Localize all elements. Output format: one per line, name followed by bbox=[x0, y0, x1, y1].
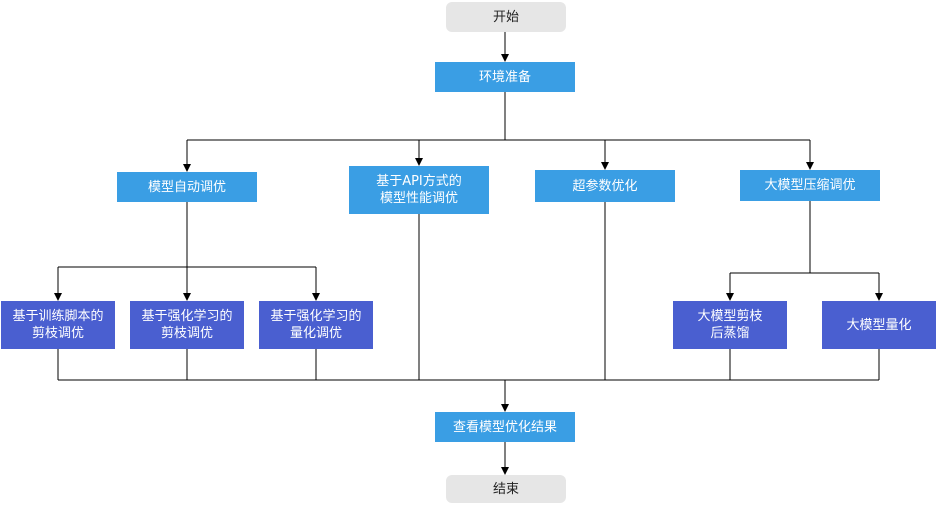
start-node: 开始 bbox=[446, 2, 566, 32]
llm-prune-distill-node: 大模型剪枝 后蒸馏 bbox=[673, 301, 787, 349]
script-prune-node: 基于训练脚本的 剪枝调优 bbox=[1, 301, 115, 349]
end-node: 结束 bbox=[446, 475, 566, 503]
llm-quant-node: 大模型量化 bbox=[822, 301, 936, 349]
hyperparam-node: 超参数优化 bbox=[535, 170, 675, 202]
rl-quant-node: 基于强化学习的 量化调优 bbox=[259, 301, 373, 349]
view-result-node: 查看模型优化结果 bbox=[435, 412, 575, 442]
auto-tune-node: 模型自动调优 bbox=[117, 172, 257, 202]
llm-compress-node: 大模型压缩调优 bbox=[740, 170, 880, 201]
api-tune-node: 基于API方式的 模型性能调优 bbox=[349, 166, 489, 214]
env-prep-node: 环境准备 bbox=[435, 62, 575, 92]
rl-prune-node: 基于强化学习的 剪枝调优 bbox=[130, 301, 244, 349]
